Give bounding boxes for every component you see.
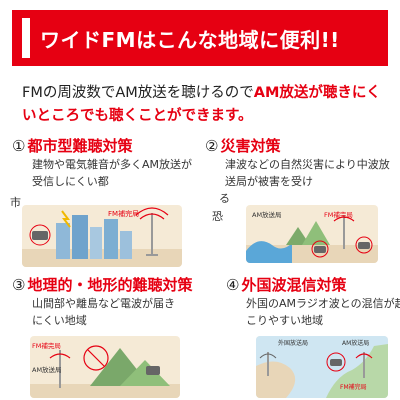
section-desc: 津波などの自然災害により中波放送局が被害を受け [225, 158, 390, 188]
illustration-interference: 外国放送局 AM放送局 FM補完局 [256, 336, 388, 398]
illus-label: AM放送局 [32, 366, 62, 374]
illus-label: AM放送局 [252, 211, 282, 219]
illus-label: FM補完局 [108, 210, 140, 218]
section-desc: 外国のAMラジオ波との混信が起こりやすい地域 [246, 297, 400, 327]
illus-label: FM補完局 [32, 342, 61, 350]
desc-overflow: 市 [10, 196, 21, 209]
intro-highlight: AM放送が聴きにくいところでも聴くことができます。 [22, 85, 381, 124]
desc-overflow: 恐 [212, 210, 223, 223]
intro-text: FMの周波数でAM放送を聴けるのでAM放送が聴きにくいところでも聴くことができま… [22, 82, 392, 128]
section-desc: 山間部や離島など電波が届きにくい地域 [32, 297, 175, 327]
interference-scene-image [256, 336, 388, 398]
illus-label: FM補完局 [324, 211, 353, 219]
banner-title: ワイドFMはこんな地域に便利!! [40, 27, 340, 52]
banner-accent-bar [22, 18, 30, 58]
title-banner: ワイドFMはこんな地域に便利!! [12, 10, 388, 66]
illus-label: 外国放送局 [278, 340, 309, 347]
illus-label: FM補完局 [340, 384, 367, 391]
disaster-scene-image [246, 215, 378, 263]
section-desc: 建物や電気雑音が多くAM放送が受信しにくい都 [32, 158, 193, 188]
urban-scene-image [22, 207, 182, 267]
illustration-geographic: FM補完局 AM放送局 [30, 336, 180, 398]
geographic-scene-image [30, 345, 180, 398]
illustration-urban: FM補完局 [22, 205, 182, 267]
intro-normal: FMの周波数でAM放送を聴けるので [22, 85, 254, 101]
illus-label: AM放送局 [342, 340, 370, 347]
desc-overflow: る [219, 192, 230, 205]
illustration-disaster: AM放送局 FM補完局 [246, 205, 378, 263]
